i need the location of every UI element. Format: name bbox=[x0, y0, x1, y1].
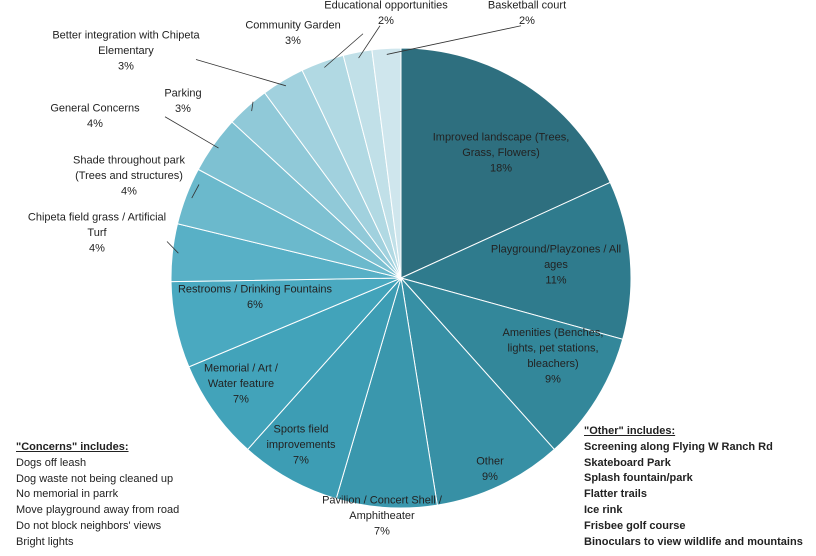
concerns-item: No memorial in parrk bbox=[16, 488, 119, 501]
leader-line bbox=[195, 59, 287, 87]
concerns-item: Move playground away from road bbox=[16, 504, 180, 517]
pie-slice bbox=[246, 277, 402, 500]
leader-lines bbox=[164, 25, 522, 254]
pie-slice bbox=[399, 277, 624, 451]
other-item: Ice rink bbox=[584, 503, 623, 516]
slice-label: Improved landscape (Trees,Grass, Flowers… bbox=[433, 132, 570, 175]
pie-slice bbox=[400, 276, 556, 506]
pie-slice bbox=[335, 277, 438, 509]
other-item: Binoculars to view wildlife and mountain… bbox=[584, 535, 803, 548]
pie-slice bbox=[371, 47, 402, 279]
leader-line bbox=[164, 116, 219, 149]
other-item: Skateboard Park bbox=[584, 456, 671, 469]
leader-line bbox=[251, 101, 254, 112]
other-item: Flatter trails bbox=[584, 488, 647, 501]
concerns-note: "Concerns" includes: Dogs off leash Dog … bbox=[16, 440, 179, 551]
concerns-item: Bright lights bbox=[16, 535, 74, 548]
concerns-item: Do not block neighbors' views bbox=[16, 519, 162, 532]
concerns-item: Dogs off leash bbox=[16, 456, 87, 469]
leader-line bbox=[358, 25, 381, 59]
slice-label: Shade throughout park(Trees and structur… bbox=[73, 155, 185, 198]
leader-line bbox=[166, 241, 179, 254]
pie-slices bbox=[170, 47, 632, 509]
leader-line bbox=[324, 33, 364, 68]
leader-line bbox=[191, 184, 200, 199]
slice-labels: Improved landscape (Trees,Grass, Flowers… bbox=[28, 0, 621, 538]
concerns-title: "Concerns" includes: bbox=[16, 441, 129, 453]
concerns-item: Dog waste not being cleaned up bbox=[16, 472, 174, 485]
leader-line bbox=[386, 25, 522, 55]
other-item: Splash fountain/park bbox=[584, 472, 693, 485]
pie-slice bbox=[399, 181, 632, 340]
other-title: "Other" includes: bbox=[584, 425, 676, 437]
other-item: Frisbee golf course bbox=[584, 519, 686, 532]
other-item: Screening along Flying W Ranch Rd bbox=[584, 440, 773, 453]
other-note: "Other" includes: Screening along Flying… bbox=[584, 424, 803, 550]
pie-slice bbox=[400, 47, 611, 279]
pie-slice bbox=[188, 277, 402, 451]
slice-label: Amenities (Benches,lights, pet stations,… bbox=[503, 327, 604, 386]
